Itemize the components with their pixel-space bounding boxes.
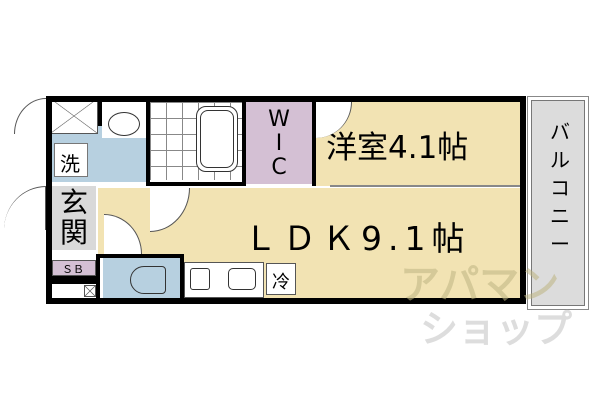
wall xyxy=(46,96,526,102)
western-room xyxy=(316,102,520,186)
storage-door xyxy=(14,98,46,134)
wall xyxy=(46,276,100,284)
fridge-space xyxy=(266,263,296,295)
fridge-label: 冷 xyxy=(272,272,290,293)
wall xyxy=(146,96,150,184)
wall xyxy=(98,254,182,258)
wall xyxy=(98,96,102,126)
wall xyxy=(242,96,246,186)
watermark-line1: アパマン xyxy=(400,262,560,308)
kitchen-sink-icon xyxy=(228,268,256,290)
watermark-line2: ショップ xyxy=(420,307,573,351)
bathtub-inner xyxy=(200,110,234,168)
shoe-box xyxy=(52,260,96,276)
walk-in-closet xyxy=(245,102,313,184)
washer-label: 洗 xyxy=(60,152,80,176)
toilet-icon xyxy=(130,266,166,294)
sliding-door xyxy=(330,185,520,187)
entrance-label: 玄 関 xyxy=(59,186,88,249)
shoe-box-label: ＳＢ xyxy=(62,263,84,276)
entrance xyxy=(52,186,96,250)
wall xyxy=(46,96,52,302)
wall xyxy=(520,96,526,304)
wall xyxy=(46,298,526,304)
entrance-door xyxy=(4,186,46,230)
stove-icon xyxy=(190,268,210,290)
balcony-label: バ ル コ ニ ー xyxy=(550,120,570,256)
wic-label: W I C xyxy=(268,107,290,180)
ldk-label: ＬＤＫ9.1帖 xyxy=(244,219,471,258)
western-room-label: 洋室4.1帖 xyxy=(326,130,469,166)
balcony-floor xyxy=(531,100,585,306)
washer-space xyxy=(54,143,88,177)
sink-icon xyxy=(108,112,140,136)
storage-box xyxy=(50,98,98,134)
wall xyxy=(180,254,184,302)
pipe-box xyxy=(84,285,96,297)
wall xyxy=(312,96,316,186)
wall xyxy=(146,182,246,186)
